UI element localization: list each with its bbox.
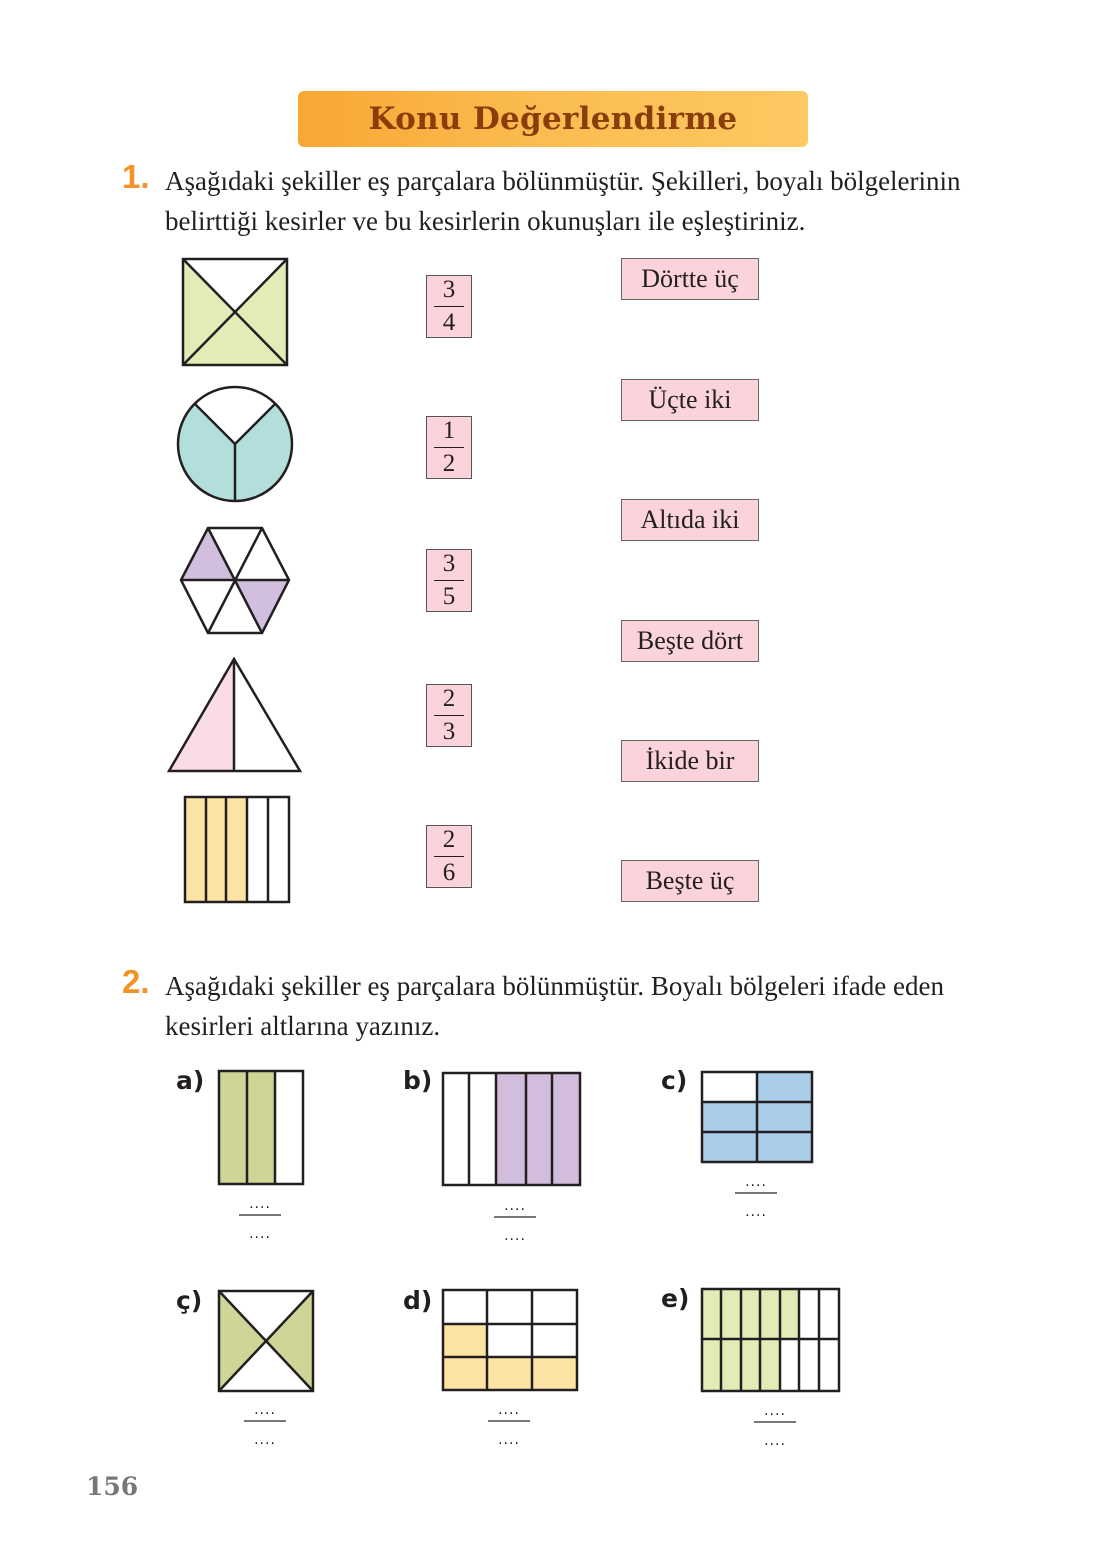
- answer-blank-a[interactable]: .... ....: [238, 1196, 282, 1242]
- denominator-blank[interactable]: ....: [254, 1431, 276, 1448]
- fraction-numerator: 3: [442, 275, 456, 303]
- fraction-denominator: 3: [442, 718, 456, 746]
- fraction-bar: [494, 1216, 536, 1218]
- fraction-bar: [434, 446, 464, 449]
- question-2-number: 2.: [122, 963, 150, 1000]
- shape-a-rectangle-thirds: [217, 1069, 305, 1186]
- question-1-text-line2: belirttiği kesirler ve bu kesirlerin oku…: [165, 206, 806, 236]
- question-2-text-line1: Aşağıdaki şekiller eş parçalara bölünmüş…: [165, 971, 944, 1001]
- fraction-card-2-3[interactable]: 2 3: [426, 684, 472, 747]
- fraction-denominator: 6: [442, 859, 456, 887]
- answer-blank-e[interactable]: .... ....: [753, 1403, 797, 1449]
- reading-card-ucte-iki[interactable]: Üçte iki: [621, 379, 759, 421]
- shape-rectangle-fifths: [183, 795, 291, 905]
- shape-c-cedilla-square-diagonals: [217, 1289, 315, 1393]
- shape-hexagon-sixths: [179, 526, 291, 636]
- title-banner: Konu Değerlendirme: [298, 91, 808, 147]
- item-label-c: c): [661, 1066, 688, 1095]
- answer-blank-c[interactable]: .... ....: [734, 1174, 778, 1220]
- answer-blank-d[interactable]: .... ....: [487, 1402, 531, 1448]
- numerator-blank[interactable]: ....: [504, 1198, 526, 1214]
- shape-square-diagonals: [181, 257, 289, 367]
- numerator-blank[interactable]: ....: [498, 1402, 520, 1418]
- fraction-bar: [244, 1420, 286, 1422]
- fraction-bar: [434, 305, 464, 308]
- reading-card-dortte-uc[interactable]: Dörtte üç: [621, 258, 759, 300]
- answer-blank-b[interactable]: .... ....: [493, 1198, 537, 1244]
- shape-b-rectangle-fifths: [441, 1071, 582, 1187]
- reading-card-beste-uc[interactable]: Beşte üç: [621, 860, 759, 902]
- numerator-blank[interactable]: ....: [745, 1174, 767, 1190]
- question-1-number: 1.: [122, 158, 150, 195]
- fraction-bar: [735, 1192, 777, 1194]
- item-label-d: d): [403, 1286, 433, 1315]
- shape-d-grid-ninths: [441, 1288, 579, 1392]
- reading-card-ikide-bir[interactable]: İkide bir: [621, 740, 759, 782]
- question-1-text-line1: Aşağıdaki şekiller eş parçalara bölünmüş…: [165, 166, 961, 196]
- denominator-blank[interactable]: ....: [249, 1225, 271, 1242]
- shape-c-grid-sixths: [700, 1070, 814, 1164]
- denominator-blank[interactable]: ....: [504, 1227, 526, 1244]
- shape-e-grid-fourteenths: [700, 1287, 841, 1393]
- fraction-numerator: 3: [442, 549, 456, 577]
- denominator-blank[interactable]: ....: [498, 1431, 520, 1448]
- page-title: Konu Değerlendirme: [368, 101, 738, 137]
- fraction-numerator: 1: [442, 416, 456, 444]
- numerator-blank[interactable]: ....: [254, 1402, 276, 1418]
- fraction-bar: [434, 714, 464, 717]
- fraction-bar: [434, 579, 464, 582]
- fraction-card-3-4[interactable]: 3 4: [426, 275, 472, 338]
- fraction-denominator: 5: [442, 583, 456, 611]
- page-number: 156: [86, 1472, 139, 1501]
- item-label-e: e): [661, 1284, 690, 1313]
- item-label-c-cedilla: ç): [176, 1286, 203, 1315]
- denominator-blank[interactable]: ....: [764, 1432, 786, 1449]
- denominator-blank[interactable]: ....: [745, 1203, 767, 1220]
- fraction-card-2-6[interactable]: 2 6: [426, 825, 472, 888]
- fraction-card-3-5[interactable]: 3 5: [426, 549, 472, 612]
- numerator-blank[interactable]: ....: [249, 1196, 271, 1212]
- reading-card-altida-iki[interactable]: Altıda iki: [621, 499, 759, 541]
- fraction-denominator: 2: [442, 450, 456, 478]
- numerator-blank[interactable]: ....: [764, 1403, 786, 1419]
- fraction-bar: [239, 1214, 281, 1216]
- reading-card-beste-dort[interactable]: Beşte dört: [621, 620, 759, 662]
- fraction-bar: [754, 1421, 796, 1423]
- answer-blank-c-cedilla[interactable]: .... ....: [243, 1402, 287, 1448]
- fraction-bar: [488, 1420, 530, 1422]
- shape-triangle-halves: [167, 656, 302, 774]
- question-2-text-line2: kesirleri altlarına yazınız.: [165, 1011, 441, 1041]
- item-label-b: b): [403, 1066, 433, 1095]
- fraction-bar: [434, 855, 464, 858]
- item-label-a: a): [176, 1066, 205, 1095]
- fraction-denominator: 4: [442, 309, 456, 337]
- shape-circle-thirds: [176, 385, 294, 503]
- fraction-numerator: 2: [442, 825, 456, 853]
- fraction-card-1-2[interactable]: 1 2: [426, 416, 472, 479]
- fraction-numerator: 2: [442, 684, 456, 712]
